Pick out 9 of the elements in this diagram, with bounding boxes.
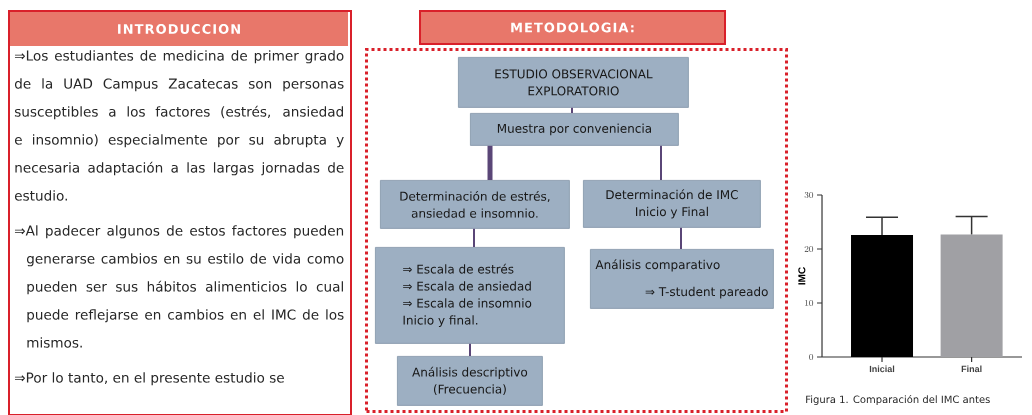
- node-label: METODOLOGIA:: [511, 22, 634, 33]
- figure-caption: Figura 1. Comparación del IMC antes: [806, 394, 990, 406]
- x-tick-label: Inicial: [869, 365, 895, 373]
- x-tick-label: Final: [961, 365, 982, 373]
- y-tick-label: 30: [804, 191, 814, 199]
- y-tick-label: 20: [804, 245, 814, 253]
- y-tick-label: 10: [805, 299, 814, 307]
- y-axis-title: IMC: [798, 267, 806, 285]
- y-tick-label: 0: [809, 353, 814, 361]
